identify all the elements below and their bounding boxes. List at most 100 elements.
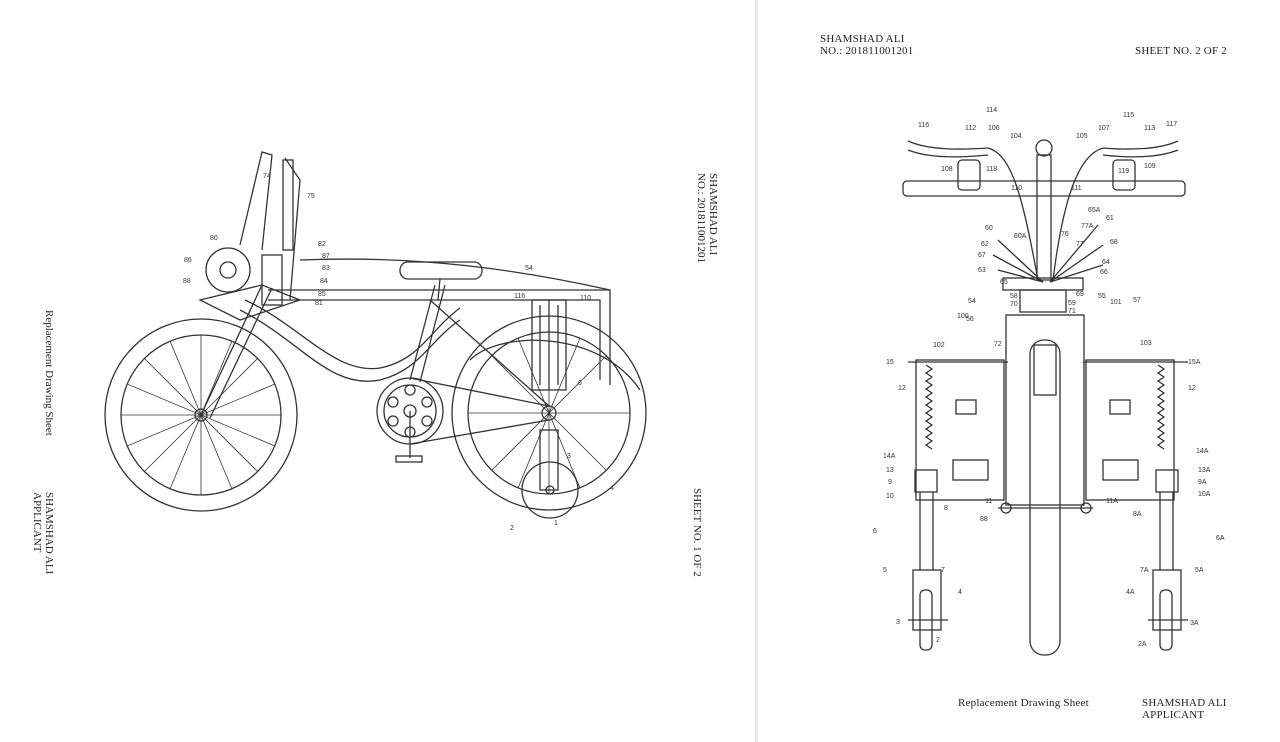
svg-text:8A: 8A [1133,511,1142,518]
svg-text:108: 108 [941,166,953,173]
svg-text:72: 72 [994,341,1002,348]
svg-text:56: 56 [966,316,974,323]
svg-text:107: 107 [1098,125,1110,132]
sheet2-applicant-name: SHAMSHAD ALI [1142,697,1227,709]
svg-text:67: 67 [978,252,986,259]
svg-text:54: 54 [525,265,533,272]
svg-text:69: 69 [1076,291,1084,298]
svg-text:2: 2 [510,525,514,532]
svg-text:81: 81 [315,300,323,307]
svg-text:77: 77 [1076,241,1084,248]
sheet2-applicant-label: APPLICANT [1142,709,1205,721]
svg-text:84: 84 [320,278,328,285]
sheet1-sheet-number: SHEET NO. 1 OF 2 [691,488,703,577]
svg-text:1: 1 [554,520,558,527]
svg-text:112: 112 [965,125,976,132]
svg-text:5: 5 [883,567,887,574]
svg-text:68: 68 [1110,239,1118,246]
svg-text:117: 117 [1166,121,1177,128]
svg-text:13: 13 [886,467,894,474]
sheet1-header-number: NO.: 201811001201 [695,173,707,264]
svg-text:2A: 2A [1138,641,1147,648]
svg-text:12: 12 [898,385,906,392]
sheet2-sheet-number: SHEET NO. 2 OF 2 [1135,45,1227,57]
svg-text:9: 9 [888,479,892,486]
svg-text:116: 116 [918,122,929,129]
svg-text:77A: 77A [1081,223,1094,230]
svg-text:6: 6 [578,380,582,387]
svg-text:61: 61 [1106,215,1114,222]
svg-text:103: 103 [1140,340,1152,347]
svg-text:8: 8 [944,505,948,512]
svg-text:119: 119 [1118,168,1129,175]
svg-text:88: 88 [980,516,988,523]
svg-text:12: 12 [1188,385,1196,392]
svg-text:2: 2 [936,637,940,644]
svg-text:80: 80 [210,235,218,242]
svg-text:14A: 14A [883,453,896,460]
drawing-sheet-2: SHAMSHAD ALI NO.: 201811001201 SHEET NO.… [758,0,1280,742]
svg-text:4: 4 [610,485,614,492]
svg-text:60: 60 [985,225,993,232]
svg-text:15A: 15A [1188,359,1201,366]
sheet1-applicant-label: APPLICANT [31,492,43,553]
svg-text:114: 114 [986,107,997,114]
svg-text:87: 87 [322,253,330,260]
svg-text:58: 58 [1010,293,1018,300]
svg-text:55: 55 [1098,293,1106,300]
svg-text:4: 4 [958,589,962,596]
svg-text:10: 10 [886,493,894,500]
svg-text:110: 110 [1011,185,1022,192]
svg-text:115: 115 [1123,112,1134,119]
svg-text:106: 106 [988,125,1000,132]
svg-text:59: 59 [1068,300,1076,307]
svg-text:105: 105 [1076,133,1088,140]
svg-text:65A: 65A [1088,207,1101,214]
svg-text:7A: 7A [1140,567,1149,574]
svg-text:66: 66 [1100,269,1108,276]
svg-text:54: 54 [968,298,976,305]
svg-text:101: 101 [1110,299,1122,306]
svg-text:3: 3 [896,619,900,626]
svg-text:74: 74 [263,173,271,180]
svg-text:65: 65 [1000,279,1008,286]
sheet2-caption: Replacement Drawing Sheet [958,697,1089,709]
svg-text:86: 86 [184,257,192,264]
svg-text:62: 62 [981,241,989,248]
svg-text:60A: 60A [1014,233,1027,240]
svg-text:70: 70 [1010,301,1018,308]
svg-text:6A: 6A [1216,535,1225,542]
sheet2-header-name: SHAMSHAD ALI [820,33,905,45]
svg-text:102: 102 [933,342,945,349]
svg-text:116: 116 [514,293,525,300]
svg-text:118: 118 [986,166,997,173]
svg-text:100: 100 [957,313,969,320]
svg-text:3A: 3A [1190,620,1199,627]
svg-text:64: 64 [1102,259,1110,266]
svg-text:88: 88 [183,278,191,285]
sheet1-caption: Replacement Drawing Sheet [43,310,55,436]
svg-text:15: 15 [886,359,894,366]
sheet1-header-name: SHAMSHAD ALI [707,173,719,256]
svg-text:110: 110 [580,295,591,302]
svg-text:82: 82 [318,241,326,248]
svg-text:57: 57 [1133,297,1141,304]
svg-text:83: 83 [322,265,330,272]
svg-text:111: 111 [1071,185,1082,192]
svg-text:63: 63 [978,267,986,274]
svg-text:71: 71 [1068,308,1076,315]
svg-text:10A: 10A [1198,491,1211,498]
svg-text:85: 85 [318,291,326,298]
svg-text:113: 113 [1144,125,1155,132]
svg-text:11: 11 [985,498,992,505]
svg-text:109: 109 [1144,163,1156,170]
svg-text:3: 3 [567,453,571,460]
sheet1-applicant-name: SHAMSHAD ALI [43,492,55,575]
svg-text:13A: 13A [1198,467,1211,474]
svg-text:14A: 14A [1196,448,1209,455]
svg-text:11A: 11A [1106,498,1118,505]
svg-text:76: 76 [1061,231,1069,238]
